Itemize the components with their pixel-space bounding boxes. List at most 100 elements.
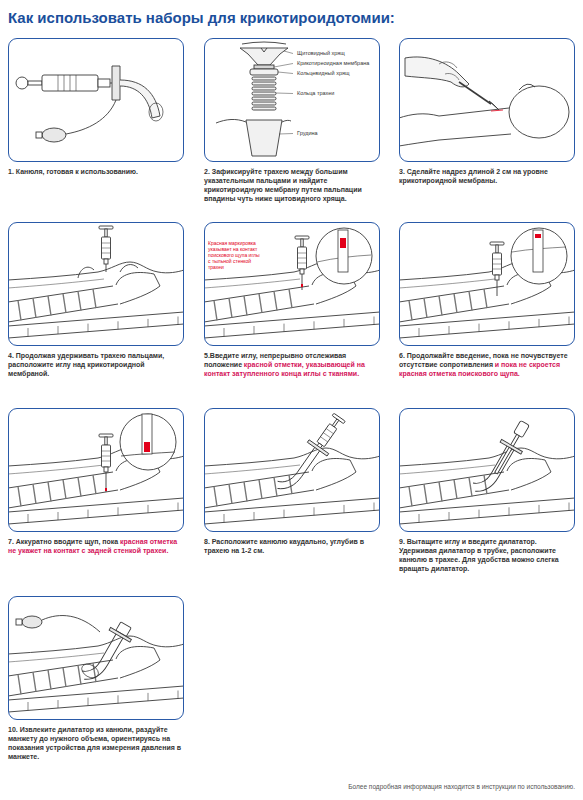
pilot-balloon: [22, 616, 42, 628]
step-drawing: [399, 415, 575, 524]
line-art: [120, 414, 176, 470]
incision: [491, 110, 503, 111]
panel-frame: [204, 38, 380, 162]
line-art: [400, 415, 575, 524]
step-drawing: [8, 414, 184, 524]
line-art: [511, 228, 567, 284]
step-panel: 7. Аккуратно вводите щуп, покакрасная от…: [8, 408, 184, 555]
red-mark: [301, 284, 303, 287]
step-panel: 9. Вытащите иглу и введите дилататор. Уд…: [399, 408, 575, 573]
step-caption: 7. Аккуратно вводите щуп, пока: [8, 538, 118, 545]
panel-frame: [8, 222, 184, 346]
step-caption-block: 10. Извлеките дилататор из канюли, разду…: [8, 725, 184, 761]
panel-frame: [399, 38, 575, 162]
step-caption: 3. Сделайте надрез длиной 2 см на уровне…: [399, 168, 548, 184]
cuff: [149, 103, 163, 121]
step-drawing: [204, 228, 380, 338]
line-art: [144, 442, 150, 452]
anatomy-label: Грудина: [296, 130, 319, 137]
line-art: [400, 57, 570, 146]
neck: [439, 108, 511, 140]
head: [509, 86, 569, 138]
line-art: [278, 72, 293, 74]
cuff: [79, 661, 101, 680]
magnifier: [511, 228, 567, 284]
anatomy-label: Щитовидный хрящ: [296, 50, 346, 57]
line-art: [216, 42, 293, 156]
valve: [16, 619, 22, 625]
line-art: [252, 87, 276, 90]
step-caption-block: 5.Введите иглу, непрерывно отслеживая по…: [204, 351, 380, 378]
step-caption-block: 2. Зафиксируйте трахею между большим ука…: [204, 167, 380, 203]
red-mark: [105, 488, 107, 491]
hyoid: [242, 42, 286, 44]
line-art: [295, 236, 309, 274]
line-art: [142, 414, 152, 454]
cannula-tube: [470, 441, 514, 498]
needle: [497, 280, 498, 296]
anatomy-label: Кольцевидный хрящ: [296, 70, 350, 77]
line-art: [533, 230, 543, 272]
step-drawing: [204, 409, 380, 524]
line-art: [276, 93, 293, 95]
scalpel: [459, 82, 491, 104]
needle: [302, 274, 303, 290]
step-panel: 3. Сделайте надрез длиной 2 см на уровне…: [399, 38, 575, 185]
step-panel: 1. Канюля, готовая к использованию.: [8, 38, 184, 176]
panel-frame: [8, 38, 184, 162]
panel-frame: [8, 408, 184, 532]
step-caption: 8. Расположите канюлю каудально, углубив…: [204, 538, 364, 554]
step-panel: 6. Продолжайте введение, пока не почувст…: [399, 222, 575, 378]
shoulder: [400, 114, 440, 146]
line-art: [252, 97, 276, 100]
pilot-line: [66, 100, 116, 134]
step-drawing: [399, 228, 575, 338]
line-art: [279, 133, 293, 135]
needle: [106, 472, 107, 492]
step-caption-block: 8. Расположите канюлю каудально, углубив…: [204, 537, 380, 555]
line-art: [99, 226, 113, 264]
step-caption-block: 3. Сделайте надрез длиной 2 см на уровне…: [399, 167, 575, 185]
valve: [36, 132, 42, 138]
callout-note: Красная маркировка указывает на контакт …: [208, 240, 262, 270]
step-caption: 1. Канюля, готовая к использованию.: [8, 168, 138, 175]
step-panel: 10. Извлеките дилататор из канюли, разду…: [8, 596, 184, 761]
step-caption: 2. Зафиксируйте трахею между большим ука…: [204, 168, 362, 202]
line-art: [58, 75, 76, 91]
fingers: [78, 265, 138, 278]
line-art: [400, 228, 575, 338]
line-art: [439, 62, 459, 80]
incision-drawing: [399, 57, 569, 146]
line-art: [205, 228, 380, 338]
step-caption: 4. Продолжая удерживать трахею пальцами,…: [8, 352, 164, 377]
clavicles: [216, 119, 291, 123]
sternum: [246, 120, 282, 156]
step-panel: 8. Расположите канюлю каудально, углубив…: [204, 408, 380, 555]
line-art: [316, 228, 372, 284]
line-art: [9, 226, 184, 338]
line-art: [252, 102, 276, 105]
dilator: [495, 434, 520, 474]
plunger-ring: [16, 77, 28, 89]
step-caption-block: 7. Аккуратно вводите щуп, покакрасная от…: [8, 537, 184, 555]
cannula-drawing: [16, 66, 163, 142]
line-art: [274, 64, 293, 68]
needle-hub: [98, 79, 110, 87]
line-art: [9, 414, 184, 524]
cricoid-cartilage: [250, 69, 278, 75]
panel-frame: [204, 408, 380, 532]
line-art: [252, 107, 276, 110]
line-art: [9, 616, 184, 712]
plunger-rod: [28, 81, 42, 85]
step-caption-block: 1. Канюля, готовая к использованию.: [8, 167, 184, 176]
line-art: [99, 434, 113, 472]
panel-frame: [399, 222, 575, 346]
page-title: Как использовать наборы для крикотироидо…: [8, 9, 395, 26]
line-art: [9, 636, 184, 712]
panel-frame: [8, 596, 184, 720]
step-caption: 9. Вытащите иглу и введите дилататор. Уд…: [399, 538, 559, 572]
line-art: [16, 66, 163, 142]
magnifier: [316, 228, 372, 284]
